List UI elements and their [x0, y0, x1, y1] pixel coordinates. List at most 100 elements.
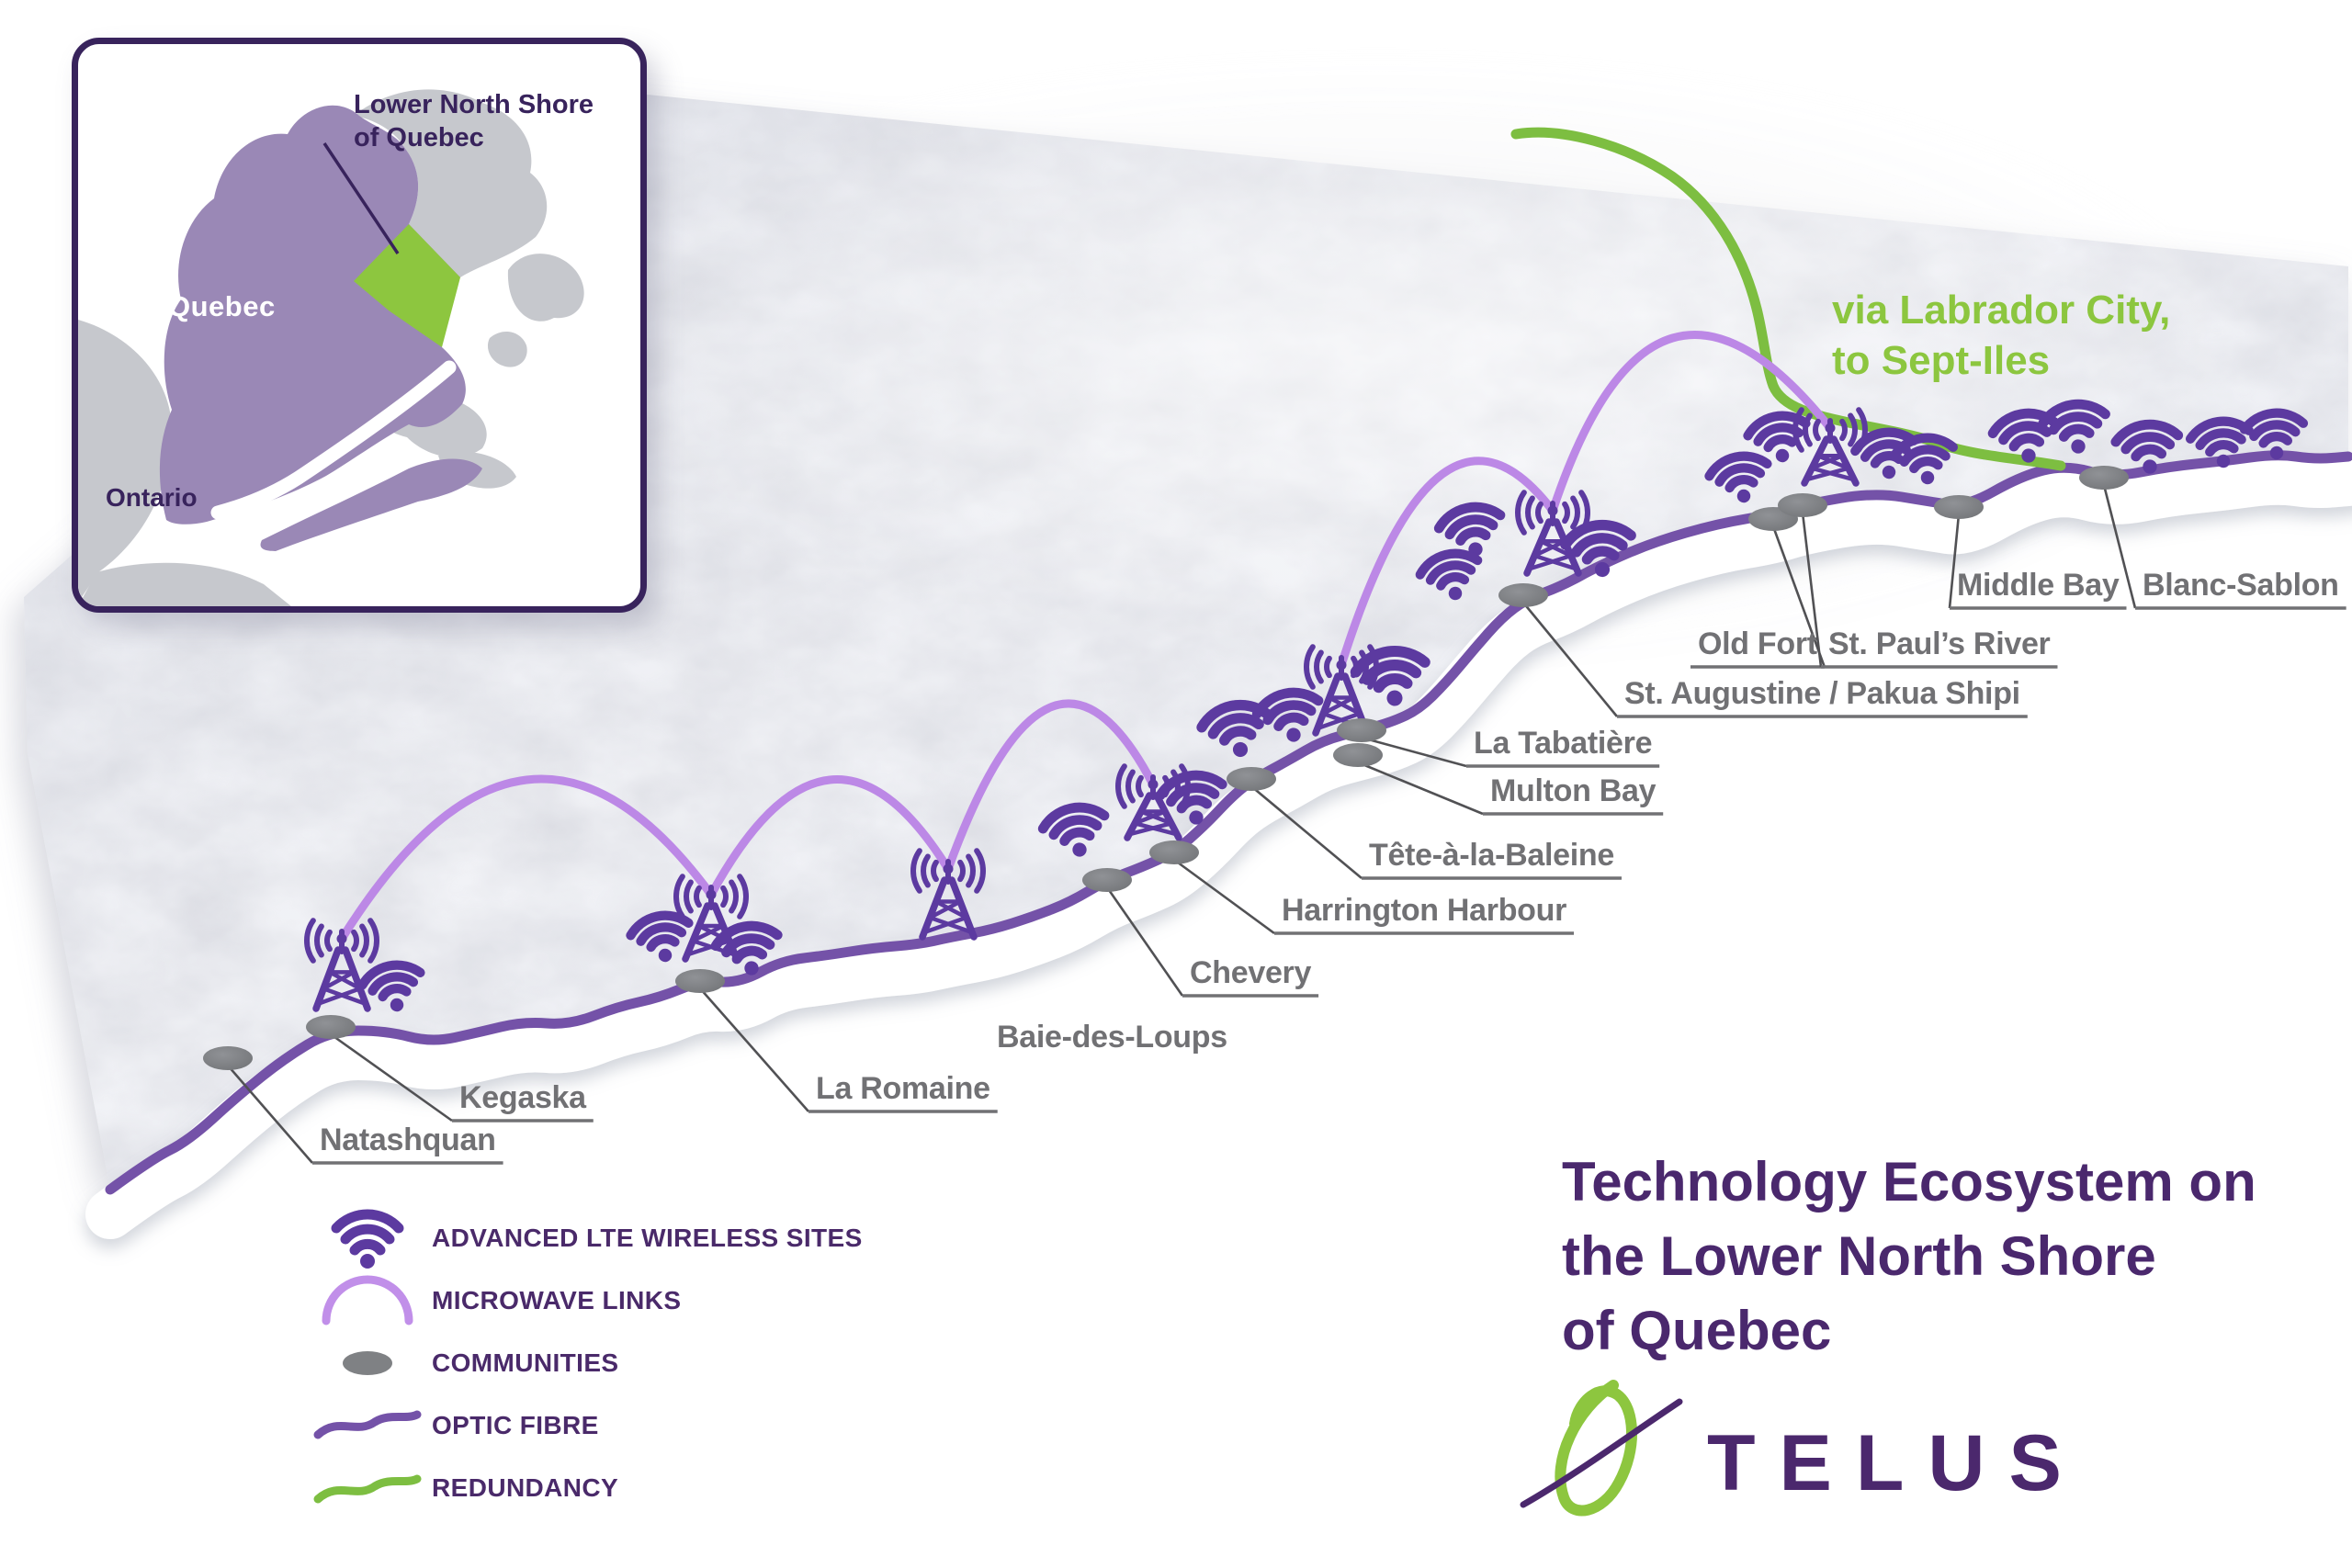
cell-tower-icon — [1792, 407, 1868, 487]
community-dot-multon-bay — [1333, 743, 1383, 767]
inset-quebec-label: Quebec — [168, 290, 276, 322]
community-label-tete-a-la-baleine: Tête-à-la-Baleine — [1369, 838, 1614, 873]
tower-strut — [342, 946, 371, 1012]
community-dot-icon — [303, 1347, 432, 1380]
tower-signal-arc — [314, 923, 324, 958]
optic-fibre-line — [105, 450, 2352, 1195]
wifi-arc — [1425, 560, 1476, 585]
microwave-link-arc — [1548, 330, 1835, 515]
tower-tip — [1148, 779, 1159, 790]
wifi-arc — [1704, 451, 1772, 481]
tower-strut — [1320, 695, 1356, 716]
tower-signal-arc — [1125, 769, 1136, 804]
tower-strut — [922, 915, 969, 935]
wifi-arc — [1998, 421, 2052, 446]
community-label-multon-bay: Multon Bay — [1490, 773, 1657, 808]
tower-signal-arc — [974, 848, 986, 894]
community-label-blanc-sablon: Blanc-Sablon — [2143, 568, 2339, 603]
wifi-icon — [2038, 399, 2110, 454]
tower-strut — [690, 923, 726, 943]
title-line2: the Lower North Shore — [1562, 1225, 2156, 1287]
wifi-arc — [2131, 444, 2167, 462]
tower-signal-arc — [729, 879, 739, 914]
community-label-baie-des-loups: Baie-des-Loups — [997, 1020, 1227, 1055]
wifi-arc — [1037, 802, 1110, 834]
inset-region-line1: Lower North Shore — [354, 90, 594, 119]
wifi-icon — [710, 920, 783, 976]
wifi-dot — [1189, 810, 1204, 825]
telus-swoosh-purple — [1520, 1398, 1683, 1508]
tower-signal-arc — [1304, 644, 1316, 690]
tower-strut — [1830, 435, 1860, 487]
wifi-arc — [1155, 770, 1227, 801]
inset-river-gap — [210, 360, 457, 520]
label-connector-chevery — [1105, 886, 1184, 997]
tower-strut — [682, 902, 711, 963]
community-label-middle-bay: Middle Bay — [1957, 568, 2120, 603]
wifi-icon — [1037, 802, 1110, 857]
wifi-dot — [2021, 448, 2036, 463]
tower-strut — [1153, 792, 1182, 841]
wifi-arc — [1219, 726, 1257, 746]
tower-signal-arc — [1570, 495, 1580, 530]
tower-signal-arc — [931, 859, 939, 883]
legend-label-fibre: OPTIC FIBRE — [432, 1411, 599, 1439]
legend-row-communities: COMMUNITIES — [303, 1332, 863, 1394]
community-dot-tete-a-la-baleine — [1227, 767, 1276, 791]
label-connector-harrington-harbour — [1173, 858, 1275, 935]
tower-signal-arc — [1535, 501, 1544, 525]
community-dot-la-tabatiere — [1337, 718, 1386, 742]
tower-signal-arc — [966, 853, 976, 888]
wifi-dot — [1286, 728, 1301, 742]
wifi-arc — [357, 960, 425, 990]
microwave-link-arc — [337, 774, 716, 943]
community-label-kegaska: Kegaska — [459, 1080, 587, 1115]
wifi-arc — [2110, 419, 2184, 447]
microwave-link-arc — [1337, 457, 1557, 670]
wifi-arc — [1048, 815, 1102, 840]
legend-row-microwave: MICROWAVE LINKS — [303, 1269, 863, 1332]
telus-logo: TELUS — [1520, 1380, 2062, 1517]
cell-tower-icon — [910, 848, 986, 941]
wifi-dot — [1882, 465, 1896, 479]
tower-signal-arc — [368, 918, 379, 964]
wifi-icon — [1560, 519, 1636, 578]
wifi-arc — [1714, 463, 1766, 487]
wifi-arc — [1850, 427, 1918, 457]
wifi-arc — [731, 945, 768, 964]
wifi-dot — [1920, 470, 1935, 485]
legend: ADVANCED LTE WIRELESS SITES MICROWAVE LI… — [303, 1207, 863, 1519]
label-connector-la-romaine — [699, 987, 809, 1112]
tower-signal-arc — [359, 923, 369, 958]
microwave-arc-icon — [303, 1275, 432, 1326]
wifi-dot — [2216, 454, 2231, 468]
community-dot-middle-bay — [1934, 495, 1984, 519]
wifi-arc — [1433, 502, 1506, 534]
tower-strut — [1315, 711, 1363, 731]
wifi-dot — [1386, 690, 1403, 706]
cell-tower-icon — [1515, 490, 1590, 577]
inset-map-graphic — [78, 89, 584, 606]
legend-row-redundancy: REDUNDANCY — [303, 1457, 863, 1519]
wifi-icon — [1704, 451, 1772, 503]
tower-strut — [1312, 672, 1341, 737]
label-connector-st-augustine — [1521, 602, 1619, 717]
wifi-icon — [2110, 419, 2184, 474]
wifi-arc — [2195, 428, 2246, 450]
tower-signal-arc — [1515, 490, 1527, 536]
wifi-arc — [710, 920, 783, 952]
wifi-arc — [2038, 399, 2110, 428]
label-connector-old-fort — [1771, 525, 1826, 668]
legend-label-wireless: ADVANCED LTE WIRELESS SITES — [432, 1224, 863, 1252]
wifi-arc — [721, 933, 775, 958]
tower-signal-arc — [351, 929, 359, 953]
label-connector-kegaska — [330, 1032, 453, 1122]
tower-strut — [327, 970, 363, 991]
tower-strut — [933, 899, 969, 920]
tower-signal-arc — [720, 885, 729, 908]
wifi-arc — [1251, 687, 1324, 719]
title-line3: of Quebec — [1562, 1300, 1832, 1361]
wifi-arc — [2205, 440, 2239, 457]
tower-strut — [1526, 553, 1574, 571]
